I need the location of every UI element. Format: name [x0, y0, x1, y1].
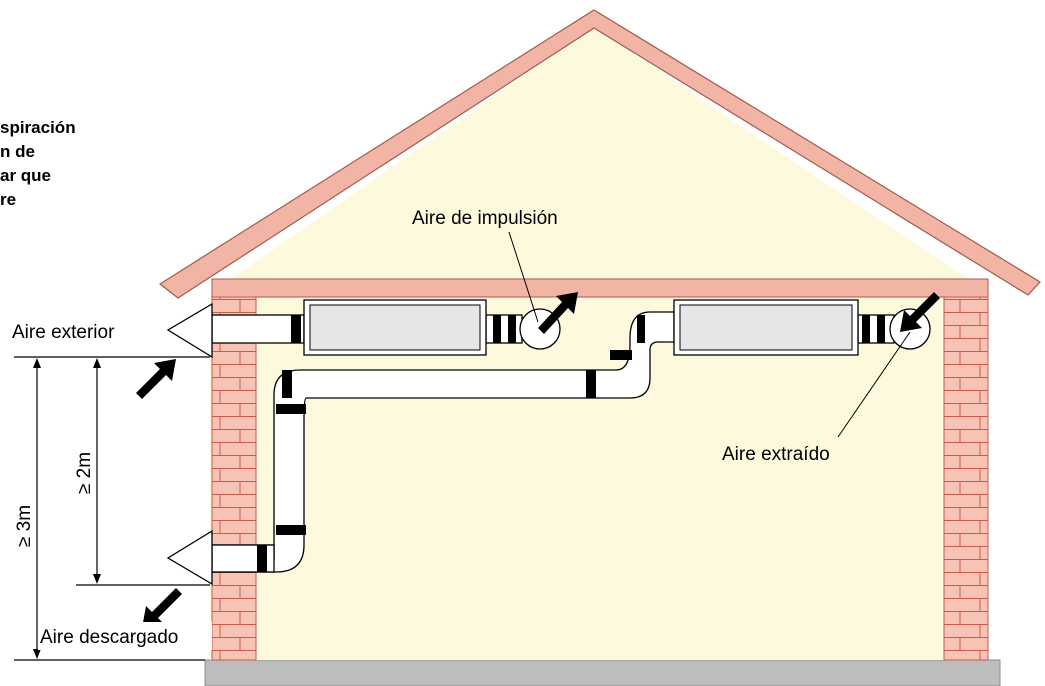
attic-gable	[212, 27, 988, 292]
dimension-lines	[14, 356, 210, 661]
note-line-4: re	[0, 190, 17, 209]
duct-network	[211, 311, 895, 573]
supply-air-arrow-icon	[538, 292, 578, 334]
floor-slab	[204, 659, 1001, 686]
right-brick-wall	[943, 296, 989, 661]
exhaust-air-label: Aire descargado	[40, 627, 178, 648]
duct-clamps	[257, 315, 885, 572]
flow-arrows	[136, 292, 940, 628]
dim-2m-label: ≥ 2m	[74, 452, 95, 494]
supply-air-label: Aire de impulsión	[412, 208, 558, 229]
outdoor-air-duct	[211, 314, 305, 344]
supply-duct-outlet	[485, 314, 523, 344]
exhaust-air-arrow-icon	[142, 588, 182, 628]
exhaust-air-hood	[166, 529, 213, 586]
hvac-unit-right	[673, 299, 859, 356]
extract-air-label: Aire extraído	[722, 444, 830, 465]
left-brick-wall	[211, 296, 257, 661]
interior-wall	[210, 295, 988, 660]
note-line-1: spiración	[0, 118, 76, 137]
note-line-3: ar que	[0, 166, 52, 185]
cropped-note-text: spiración n de ar que re	[0, 116, 160, 212]
extract-leader-line	[837, 331, 911, 438]
supply-leader-line	[508, 231, 539, 323]
exhaust-label-bg	[38, 622, 212, 650]
outdoor-air-arrow-icon	[136, 359, 176, 399]
dim-3m-label: ≥ 3m	[14, 505, 35, 547]
hvac-unit-left	[303, 299, 487, 356]
ceiling-beam	[211, 278, 989, 298]
outdoor-air-hood	[166, 302, 213, 359]
outdoor-air-label: Aire exterior	[12, 322, 115, 343]
supply-return-duct	[211, 311, 675, 573]
extract-air-arrow-icon	[900, 292, 940, 332]
roof	[158, 9, 1041, 299]
note-line-2: n de	[0, 142, 35, 161]
